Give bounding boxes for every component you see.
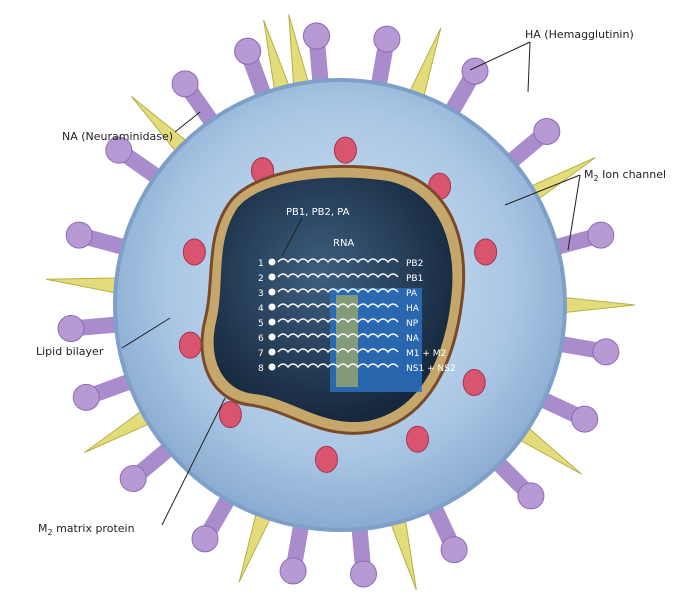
m2-ion-channel	[218, 401, 242, 429]
na-spike	[288, 14, 311, 91]
ha-spike-head	[191, 525, 219, 553]
ha-spike-head	[171, 70, 199, 98]
ha-spike-head	[65, 221, 93, 249]
segment-number: 7	[258, 349, 264, 359]
segment-gene-label: NA	[406, 334, 420, 344]
segment-gene-label: PA	[406, 289, 418, 299]
m2-ion-channel	[178, 331, 202, 359]
polymerase-dot	[268, 363, 276, 371]
segment-number: 8	[258, 364, 264, 374]
ha-spike-head	[461, 57, 489, 85]
rna-panel-highlight	[336, 295, 358, 387]
rna-text: RNA	[333, 238, 355, 249]
ha-spike-head	[373, 25, 401, 53]
rna-strand	[277, 258, 399, 264]
rna-label: RNA	[333, 238, 354, 249]
m2-ion-channel	[182, 238, 206, 266]
m2-matrix-sub: 2	[47, 528, 53, 538]
m2-ion-channel	[406, 425, 429, 453]
m2-ion-channel	[474, 238, 498, 266]
segment-number: 4	[258, 304, 264, 314]
ha-spike-head	[350, 560, 378, 588]
rna-strand	[277, 318, 399, 324]
segment-gene-label: HA	[406, 304, 420, 314]
na-label-text: NA (Neuraminidase)	[62, 130, 174, 143]
polymerase-dot	[268, 333, 276, 341]
ha-spike-head	[72, 383, 100, 411]
segment-gene-label: NS1 + NS2	[406, 364, 456, 374]
m2-ion-channel	[333, 136, 357, 164]
ion-channels-layer	[178, 136, 498, 473]
polymerase-dot	[268, 348, 276, 356]
segment-gene-label: PB2	[406, 259, 423, 269]
lipid-bilayer-label: Lipid bilayer	[36, 345, 103, 358]
m2-ion-suffix: Ion channel	[598, 168, 667, 181]
ha-spike-head	[119, 465, 147, 493]
ha-spike-head	[57, 315, 85, 343]
na-label: NA (Neuraminidase)	[62, 130, 173, 143]
segment-number: 5	[258, 319, 264, 329]
m2-ion-channel-label: M2 Ion channel	[584, 168, 666, 183]
leader-lines	[121, 41, 581, 526]
segment-gene-label: M1 + M2	[406, 349, 446, 359]
m2-ion-channel	[314, 445, 338, 473]
ha-label-text: HA (Hemagglutinin)	[525, 28, 634, 41]
polymerase-dot	[268, 303, 276, 311]
m2-ion-channel	[462, 369, 486, 396]
rna-strand	[277, 363, 399, 369]
segment-number: 2	[258, 274, 264, 284]
rna-strand	[277, 288, 399, 294]
ha-spike-head	[592, 338, 620, 366]
polymerase-dot	[268, 273, 276, 281]
polymerase-dot	[268, 258, 276, 266]
ha-spike-head	[440, 536, 468, 564]
polymerase-dot	[268, 318, 276, 326]
rna-strand	[277, 348, 399, 354]
ha-spike-head	[571, 405, 599, 433]
m2-ion-prefix: M	[584, 168, 594, 181]
segment-gene-label: NP	[406, 319, 419, 329]
m2-ion-sub: 2	[593, 174, 599, 184]
rna-segments-layer: 1 PB2 2 PB1 3 PA 4 HA 5 NP 6 NA 7 M1 + M2 8 NS1 + NS2	[258, 258, 456, 374]
ha-spike-head	[517, 482, 545, 510]
ha-spike-head	[279, 557, 307, 585]
na-spike	[46, 277, 123, 295]
ha-spike-head	[234, 37, 262, 65]
rna-strand	[277, 273, 399, 279]
ha-spike-head	[302, 22, 330, 50]
ha-label: HA (Hemagglutinin)	[525, 28, 634, 41]
ha-spike-head	[587, 221, 615, 249]
lipid-bilayer-text: Lipid bilayer	[36, 345, 104, 358]
polymerase-dot	[268, 288, 276, 296]
m2-matrix-suffix: matrix protein	[52, 522, 135, 535]
segment-number: 3	[258, 289, 264, 299]
rna-strand	[277, 333, 399, 339]
m2-matrix-prefix: M	[38, 522, 48, 535]
segment-number: 1	[258, 259, 264, 269]
ha-spike-head	[533, 117, 561, 145]
segment-number: 6	[258, 334, 264, 344]
segment-gene-label: PB1	[406, 274, 423, 284]
rna-strand	[277, 303, 399, 309]
polymerase-label: PB1, PB2, PA	[286, 207, 349, 218]
na-spike	[559, 296, 636, 314]
polymerase-text: PB1, PB2, PA	[286, 207, 350, 218]
ha-spike-head	[105, 136, 133, 164]
na-spike	[388, 514, 417, 591]
m2-matrix-label: M2 matrix protein	[38, 522, 135, 537]
